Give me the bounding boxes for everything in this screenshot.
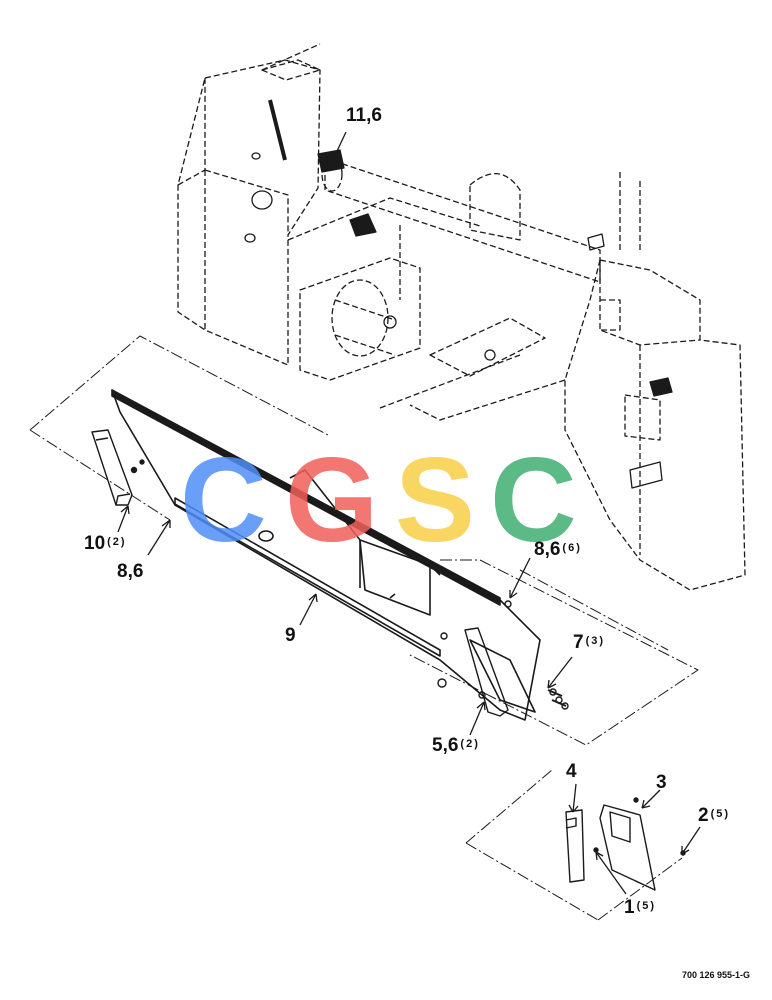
callout-10: 10(2) <box>84 534 127 553</box>
callout-part-number: 3 <box>656 772 667 793</box>
callout-quantity: (3) <box>585 635 606 647</box>
callout-part-number: 2 <box>698 805 709 826</box>
callout-8-6-right: 8,6(6) <box>534 540 582 559</box>
callout-quantity: (5) <box>636 900 657 912</box>
callout-part-number: 8,6 <box>117 561 144 582</box>
callout-part-number: 8,6 <box>534 539 561 560</box>
left-bracket <box>91 429 145 506</box>
callout-part-number: 7 <box>573 632 584 653</box>
callout-4: 4 <box>566 762 577 781</box>
leader-arrows <box>117 131 701 895</box>
detail-plane <box>465 769 683 921</box>
machine-frame <box>177 43 746 591</box>
callout-5-6: 5,6(2) <box>432 736 480 755</box>
callout-8-6-left: 8,6 <box>117 562 143 581</box>
callout-part-number: 9 <box>285 625 296 646</box>
callout-quantity: (2) <box>460 738 480 750</box>
mounting-plane <box>29 335 699 746</box>
frame-hardware <box>244 99 673 489</box>
callout-7: 7(3) <box>573 633 605 652</box>
right-bracket <box>437 600 569 717</box>
callout-part-number: 5,6 <box>432 735 459 756</box>
callout-quantity: (6) <box>562 542 582 554</box>
callout-9: 9 <box>285 626 296 645</box>
detail-parts <box>565 797 686 891</box>
callout-quantity: (5) <box>710 808 731 820</box>
callout-2: 2(5) <box>698 806 730 825</box>
callout-part-number: 1 <box>624 897 635 918</box>
shield-panel <box>111 389 541 721</box>
callout-1: 1(5) <box>624 898 656 917</box>
callout-part-number: 11,6 <box>346 105 382 126</box>
callout-part-number: 4 <box>566 761 577 782</box>
callout-part-number: 10 <box>84 533 106 554</box>
drawing-number: 700 126 955-1-G <box>681 970 750 980</box>
callout-11-6: 11,6 <box>346 106 382 125</box>
callout-3: 3 <box>656 773 667 792</box>
callout-quantity: (2) <box>107 536 127 548</box>
